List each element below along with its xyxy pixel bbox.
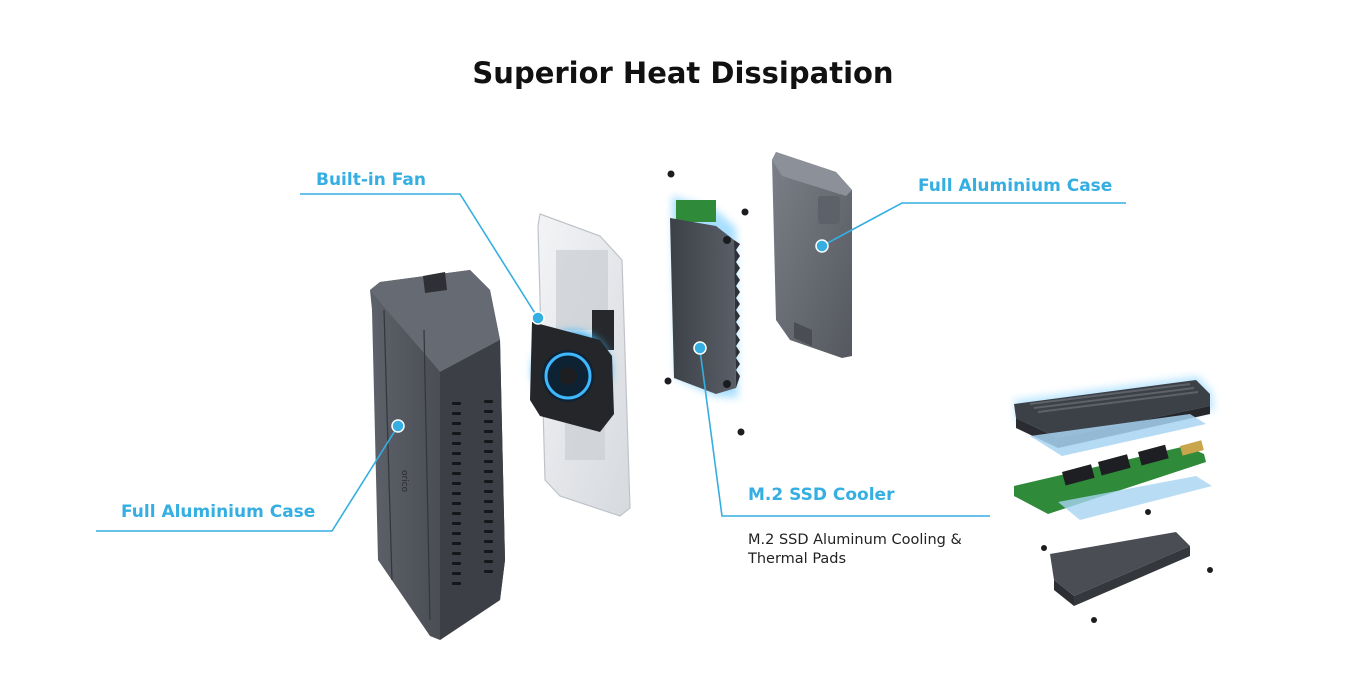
leader-case-right — [821, 202, 1126, 247]
dot-built-in-fan — [531, 311, 545, 325]
callout-full-aluminium-case-right: Full Aluminium Case — [918, 176, 1113, 196]
leader-case-left — [96, 425, 399, 532]
dot-case-left — [391, 419, 405, 433]
ssd-cooler-description: M.2 SSD Aluminum Cooling & Thermal Pads — [748, 531, 1008, 569]
ssd-heatsink-module — [670, 196, 740, 398]
dot-ssd-cooler — [693, 341, 707, 355]
leader-ssd-cooler — [699, 349, 990, 517]
main-enclosure: orico — [370, 270, 505, 640]
leader-built-in-fan — [300, 193, 539, 319]
kit-screws — [1041, 509, 1213, 623]
kit-thermal-pad-bottom — [1058, 476, 1212, 520]
callout-lines — [96, 193, 1126, 532]
callout-built-in-fan: Built-in Fan — [316, 170, 426, 190]
kit-ssd-board — [1014, 440, 1206, 514]
description-line-1: M.2 SSD Aluminum Cooling & — [748, 532, 962, 548]
description-line-2: Thermal Pads — [748, 551, 847, 567]
vent-slots — [452, 400, 493, 585]
screws — [664, 170, 749, 436]
top-aluminium-lid — [772, 152, 852, 358]
brand-mark: orico — [399, 470, 409, 493]
dot-case-right — [815, 239, 829, 253]
callout-m2-ssd-cooler: M.2 SSD Cooler — [748, 485, 895, 505]
kit-thermal-pad-top — [1030, 414, 1206, 456]
kit-bottom-bracket — [1050, 532, 1190, 606]
callout-full-aluminium-case-left: Full Aluminium Case — [121, 502, 316, 522]
page-title: Superior Heat Dissipation — [472, 56, 894, 90]
ssd-cooler-kit — [1014, 376, 1214, 623]
transparent-board-housing — [530, 213, 631, 517]
callout-dots — [391, 239, 829, 433]
